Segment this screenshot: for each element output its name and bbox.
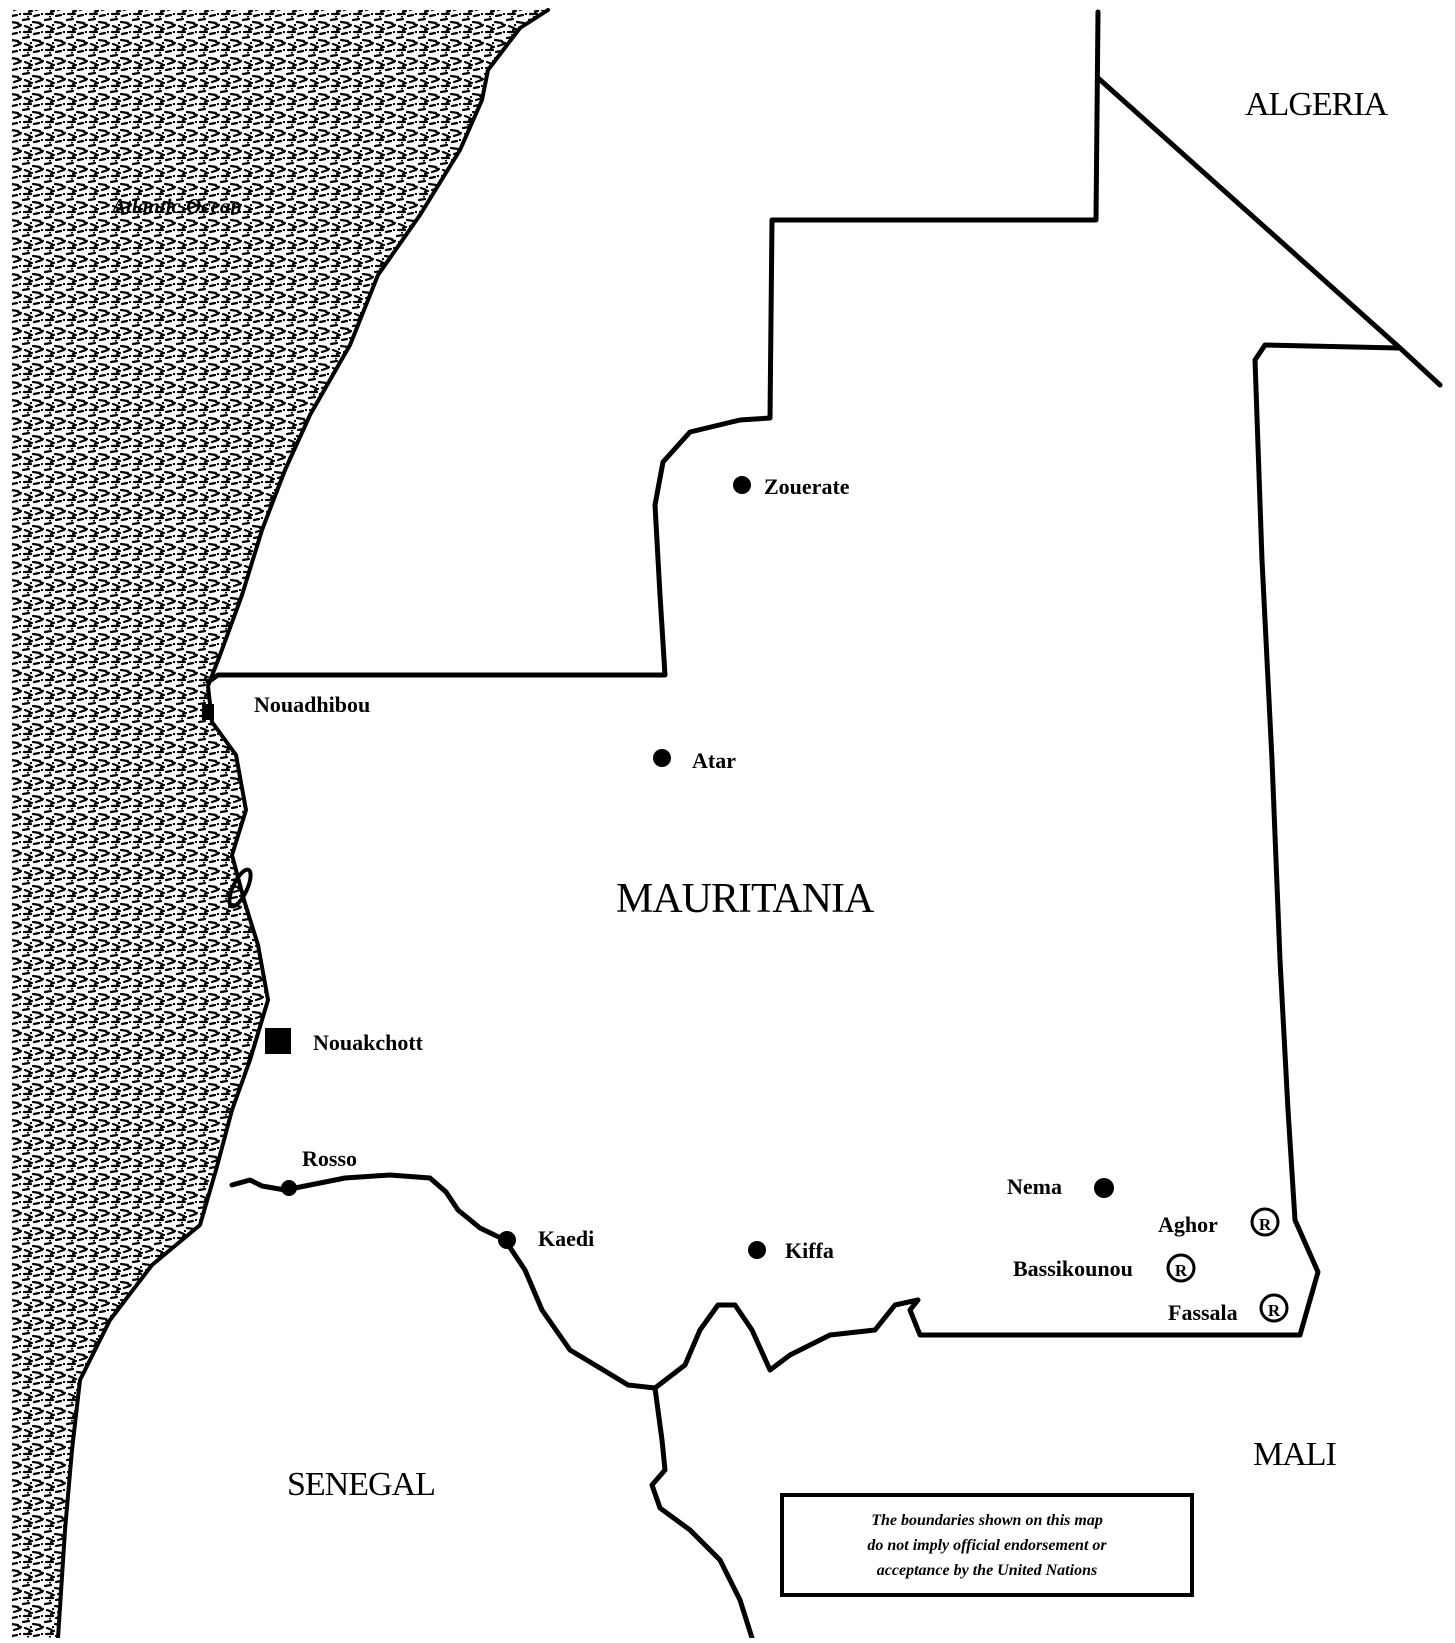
disclaimer-box	[780, 1493, 1194, 1597]
city-marker-nema	[1094, 1178, 1114, 1198]
city-label-rosso: Rosso	[302, 1146, 357, 1171]
border-mauritania-east	[229, 342, 1403, 1391]
disclaimer-line-3: acceptance by the United Nations	[877, 1562, 1097, 1579]
border-senegal-mali	[649, 1385, 755, 1641]
ocean-label: Atlantic Ocean	[110, 194, 242, 218]
refugee-marker-fassala	[1259, 1293, 1289, 1323]
disclaimer-line-2: do not imply official endorsement or	[867, 1537, 1107, 1554]
city-marker-rosso	[281, 1180, 297, 1196]
city-label-nouakchott: Nouakchott	[313, 1030, 424, 1055]
coastline	[56, 8, 550, 1640]
city-marker-zouerate	[733, 476, 751, 494]
refugee-marker-aghor	[1250, 1207, 1280, 1237]
capital-marker-nouakchott	[265, 1028, 291, 1054]
city-marker-atar	[653, 749, 671, 767]
country-label-algeria: ALGERIA	[1245, 86, 1389, 123]
city-label-nouadhibou: Nouadhibou	[254, 692, 370, 717]
city-label-bassikounou: Bassikounou	[1013, 1256, 1133, 1281]
refugee-marker-bassikounou-letter: R	[1175, 1261, 1188, 1280]
city-label-kiffa: Kiffa	[785, 1238, 834, 1263]
disclaimer-line-1: The boundaries shown on this map	[871, 1512, 1103, 1529]
refugee-marker-fassala-letter: R	[1268, 1301, 1281, 1320]
city-marker-nouadhibou	[202, 704, 214, 720]
coastal-island	[227, 867, 253, 909]
city-label-nema: Nema	[1007, 1174, 1062, 1199]
city-label-atar: Atar	[692, 748, 736, 773]
country-label-senegal: SENEGAL	[287, 1466, 435, 1503]
border-mauritania-north	[205, 9, 1101, 685]
country-label-mali: MALI	[1253, 1436, 1337, 1473]
city-label-aghor: Aghor	[1158, 1212, 1218, 1237]
city-label-fassala: Fassala	[1168, 1300, 1238, 1325]
refugee-marker-bassikounou	[1166, 1253, 1196, 1283]
country-label-mauritania: MAURITANIA	[616, 876, 875, 922]
city-marker-kaedi	[498, 1231, 516, 1249]
atlantic-ocean-area	[12, 10, 548, 1638]
city-marker-kiffa	[748, 1241, 766, 1259]
city-label-kaedi: Kaedi	[538, 1226, 594, 1251]
city-label-zouerate: Zouerate	[764, 474, 850, 499]
border-algeria	[1095, 75, 1443, 388]
refugee-marker-aghor-letter: R	[1259, 1215, 1272, 1234]
